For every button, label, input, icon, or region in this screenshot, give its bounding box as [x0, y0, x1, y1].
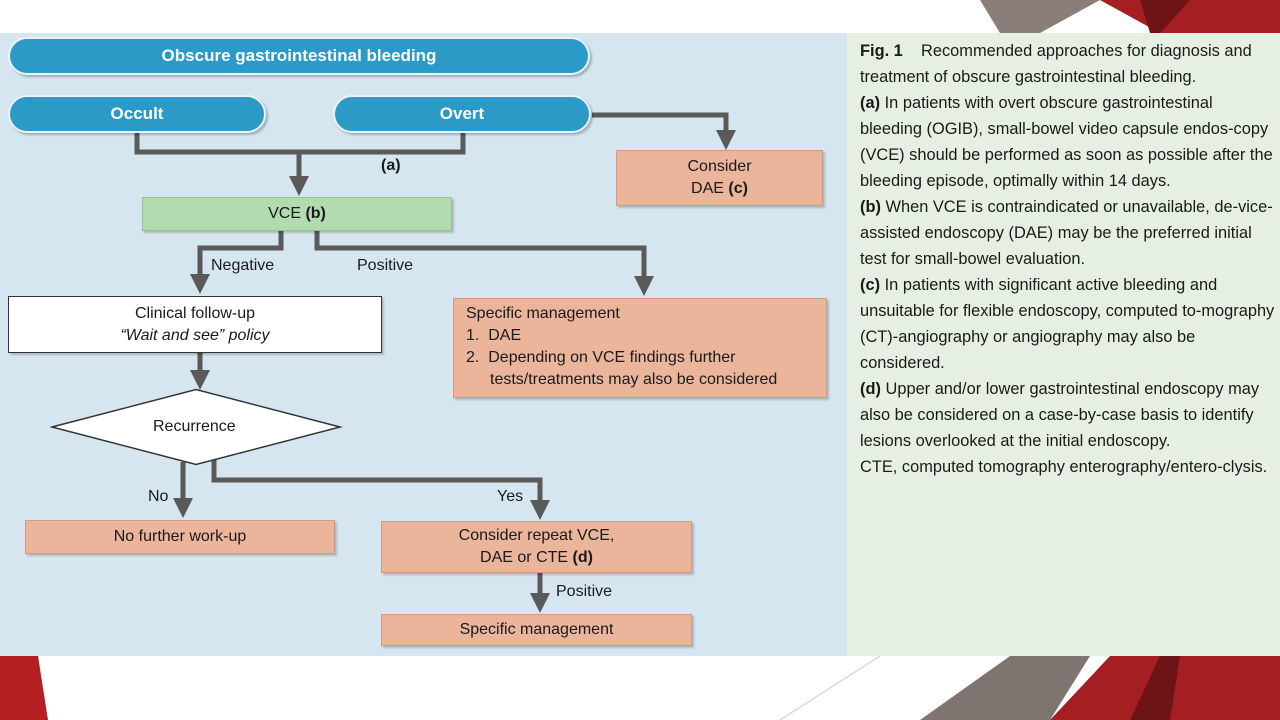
- caption-d-text: Upper and/or lower gastrointestinal endo…: [860, 380, 1260, 450]
- fig-label: Fig. 1: [860, 42, 903, 60]
- arrow-overt-to-consider-dae: [592, 112, 736, 150]
- overt-pill: Overt: [333, 95, 591, 133]
- bottom-diagonal-line: [779, 655, 881, 720]
- caption-a-key: (a): [860, 94, 881, 112]
- followup-line1: Clinical follow-up: [134, 304, 256, 322]
- followup-line2: “Wait and see” policy: [120, 326, 270, 344]
- caption-c-key: (c): [860, 276, 881, 294]
- occult-label: Occult: [110, 104, 164, 123]
- repeat-line1: Consider repeat VCE,: [458, 527, 615, 544]
- caption-c: (c) In patients with significant active …: [860, 272, 1276, 376]
- overt-label: Overt: [439, 104, 485, 123]
- caption-c-text: In patients with significant active blee…: [860, 276, 1275, 372]
- caption-a-text: In patients with overt obscure gastroint…: [860, 94, 1273, 190]
- top-right-shard-dark: [1140, 0, 1190, 33]
- obscure-gi-bleeding-label: Obscure gastrointestinal bleeding: [161, 46, 437, 65]
- consider-dae-box: Consider DAE (c): [616, 150, 823, 206]
- no-label: No: [148, 488, 169, 505]
- repeat-line2-text: DAE or CTE: [480, 549, 569, 566]
- bottom-left-shard-red: [0, 656, 48, 720]
- top-right-shard-gray: [980, 0, 1100, 33]
- specific-item-2: 2. Depending on VCE findings further: [466, 349, 736, 366]
- vce-text: VCE: [268, 205, 301, 222]
- caption-intro: Fig. 1 Recommended approaches for diagno…: [860, 38, 1276, 90]
- specific-management2-box: Specific management: [381, 614, 692, 646]
- specific-management-box: Specific management 1. DAE 2. Depending …: [453, 298, 827, 398]
- clinical-followup-box: Clinical follow-up “Wait and see” policy: [8, 296, 382, 353]
- specific-item-1: 1. DAE: [466, 327, 522, 344]
- specific-management-title: Specific management: [466, 305, 620, 322]
- bottom-right-shard-gray: [920, 656, 1090, 720]
- consider-dae-line1: Consider: [687, 158, 752, 175]
- caption-b: (b) When VCE is contraindicated or unava…: [860, 194, 1276, 272]
- recurrence-label: Recurrence: [153, 418, 236, 435]
- vce-line: VCE (b): [268, 203, 326, 225]
- consider-repeat-box: Consider repeat VCE, DAE or CTE (d): [381, 521, 692, 573]
- specific-item-2-cont: tests/treatments may also be considered: [490, 371, 778, 388]
- connector-occult-overt-merge: [134, 132, 466, 155]
- no-further-label: No further work-up: [113, 528, 247, 545]
- recurrence-diamond: [50, 388, 344, 466]
- arrow-recurrence-yes: [211, 460, 550, 520]
- arrow-vce-positive: [314, 231, 654, 296]
- intro-text: Recommended approaches for diagnosis and…: [860, 42, 1252, 86]
- specific-management2-label: Specific management: [459, 621, 614, 638]
- arrow-vce-negative: [190, 231, 284, 294]
- consider-dae-text: DAE: [691, 180, 724, 197]
- caption-b-text: When VCE is contraindicated or unavailab…: [860, 198, 1273, 268]
- negative-label: Negative: [211, 257, 275, 274]
- vce-box: VCE (b): [142, 197, 452, 231]
- no-further-workup-box: No further work-up: [25, 520, 335, 554]
- bottom-right-shard-dark: [1130, 656, 1180, 720]
- caption-panel: [847, 33, 1280, 656]
- ref-c: (c): [728, 180, 748, 197]
- occult-pill: Occult: [8, 95, 266, 133]
- consider-dae-line2: DAE (c): [691, 178, 748, 200]
- figure-caption: Fig. 1 Recommended approaches for diagno…: [860, 38, 1276, 480]
- ref-d: (d): [572, 549, 593, 566]
- repeat-line2: DAE or CTE (d): [480, 547, 593, 569]
- ref-b: (b): [305, 205, 326, 222]
- caption-d-key: (d): [860, 380, 881, 398]
- caption-cte: CTE, computed tomography enterography/en…: [860, 458, 1268, 476]
- positive2-label: Positive: [556, 583, 613, 600]
- caption-a: (a) In patients with overt obscure gastr…: [860, 90, 1276, 194]
- label-a: (a): [381, 157, 401, 174]
- positive-label: Positive: [357, 257, 414, 274]
- obscure-gi-bleeding-pill: Obscure gastrointestinal bleeding: [8, 37, 590, 75]
- yes-label: Yes: [497, 488, 524, 505]
- caption-d: (d) Upper and/or lower gastrointestinal …: [860, 376, 1276, 454]
- caption-b-key: (b): [860, 198, 881, 216]
